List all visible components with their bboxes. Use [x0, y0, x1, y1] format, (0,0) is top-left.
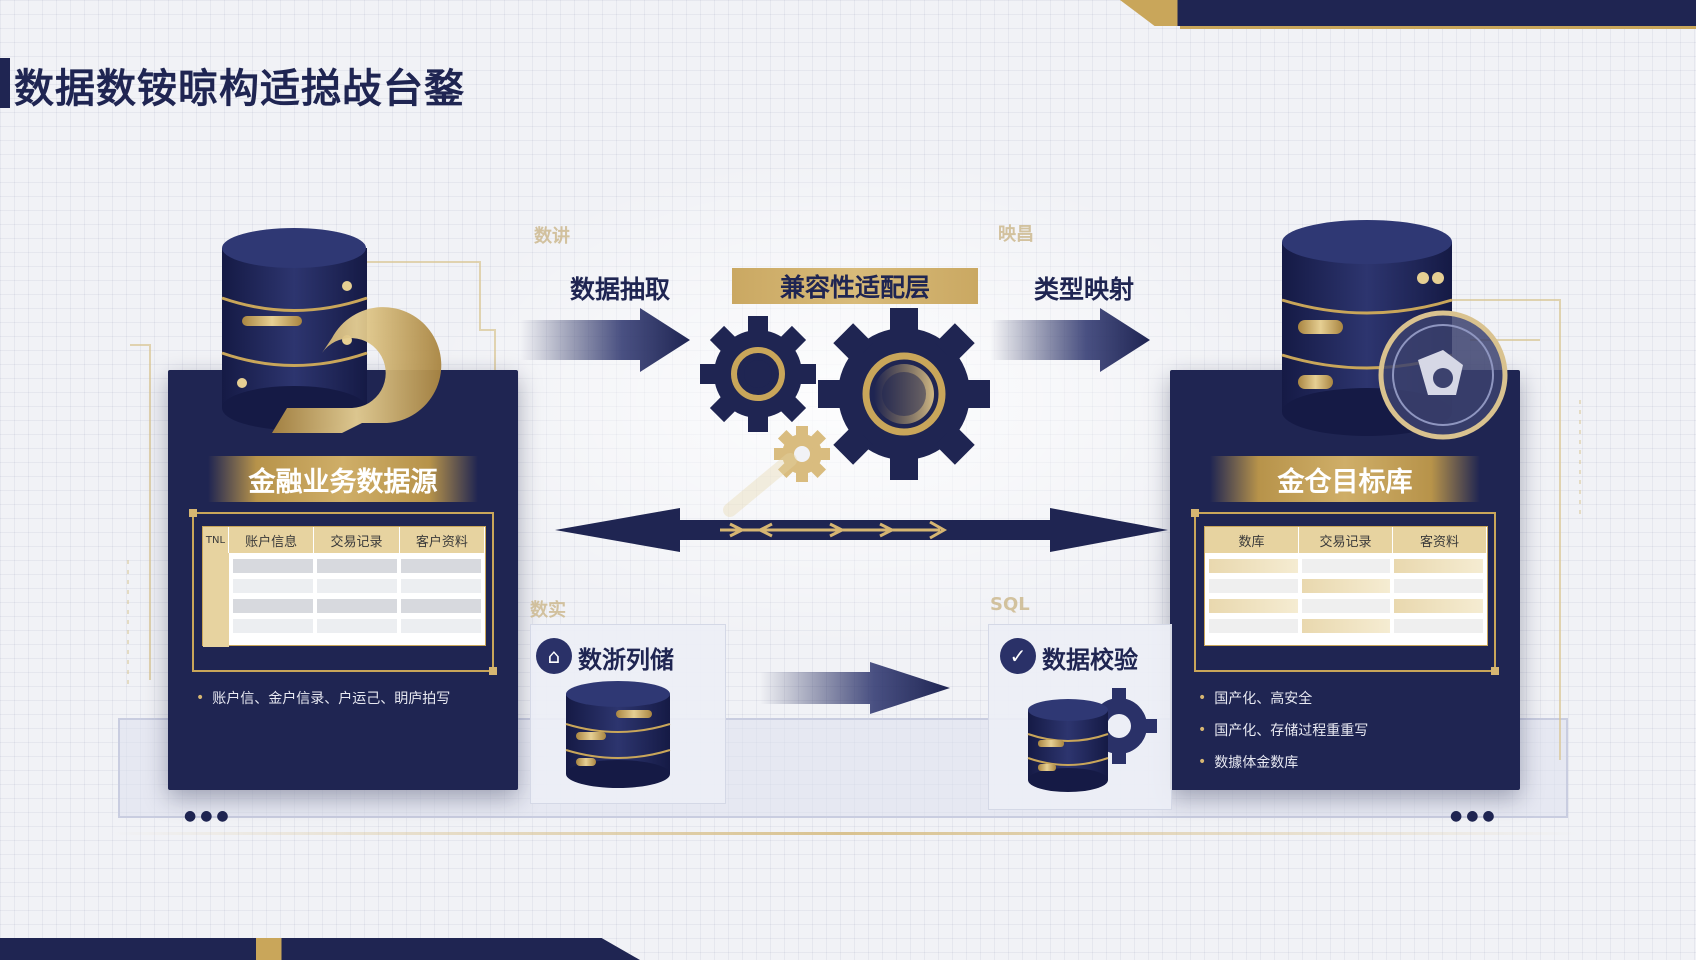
- check-icon: ✓: [1000, 638, 1036, 674]
- data-validation-title: 数据校验: [1042, 646, 1138, 674]
- top-corner-decoration: [1120, 0, 1696, 26]
- target-col-1: 交易记录: [1299, 527, 1393, 553]
- database-small-icon: ⌂: [536, 638, 572, 674]
- source-table: TNL 账户信息 交易记录 客户资料: [202, 526, 486, 647]
- adapter-layer-box: 兼容性适配层: [732, 268, 978, 304]
- target-col-2: 客资料: [1393, 527, 1487, 553]
- flow-tag-right: 映昌: [998, 224, 1034, 245]
- database-icon: [1027, 688, 1157, 792]
- database-icon: [1281, 220, 1508, 440]
- table-row: [1209, 599, 1484, 613]
- source-col-0: TNL: [203, 527, 229, 553]
- gear-icon: [700, 316, 816, 432]
- platform-dots-left: ●●●: [184, 808, 233, 824]
- column-storage-title: 数浙列储: [578, 646, 674, 674]
- target-panel: 金仓目标库 数库 交易记录 客资料 国产化、高安全 国产化、存储过程重重写 数據…: [1170, 370, 1520, 790]
- source-bullets: 账户信、金户信录、户运己、眀庐拍写: [196, 688, 450, 720]
- table-row: [233, 579, 481, 593]
- table-row: [1209, 619, 1484, 633]
- table-row: [1209, 559, 1484, 573]
- flow-tag-left: 数讲: [534, 226, 570, 247]
- source-title: 金融业务数据源: [208, 456, 478, 502]
- table-row: [233, 559, 481, 573]
- target-title: 金仓目标库: [1210, 456, 1480, 502]
- extract-label: 数据抽取: [570, 275, 671, 304]
- gear-icon: [818, 308, 990, 480]
- target-table-frame: 数库 交易记录 客资料: [1191, 509, 1499, 675]
- page-title: 数据数铵晾构适搃敁台鍪: [14, 66, 465, 112]
- source-panel: 金融业务数据源 TNL 账户信息 交易记录 客户资料 账户信、金户信录、户运己、…: [168, 370, 518, 790]
- target-table-body: [1205, 553, 1487, 633]
- target-bullet-3: 数據体金数库: [1198, 752, 1368, 772]
- gear-icon: [774, 426, 830, 482]
- target-table-header: 数库 交易记录 客资料: [1205, 527, 1487, 553]
- arrow-icon: [520, 308, 690, 372]
- source-table-frame: TNL 账户信息 交易记录 客户资料: [189, 509, 497, 675]
- source-table-header: TNL 账户信息 交易记录 客户资料: [203, 527, 485, 553]
- target-col-0: 数库: [1205, 527, 1299, 553]
- source-table-body: [203, 553, 485, 647]
- table-row: [233, 619, 481, 633]
- top-corner-line: [1180, 26, 1696, 29]
- database-icon: [221, 228, 442, 433]
- mapping-label: 类型映射: [1034, 275, 1135, 304]
- arrow-icon: [760, 662, 950, 714]
- source-col-2: 交易记录: [314, 527, 400, 553]
- target-table: 数库 交易记录 客资料: [1204, 526, 1488, 646]
- title-accent-bar: [0, 58, 10, 108]
- bottom-corner-decoration: [0, 938, 640, 960]
- source-bullet: 账户信、金户信录、户运己、眀庐拍写: [196, 688, 450, 708]
- arrow-icon: [990, 308, 1150, 372]
- source-col-3: 客户资料: [400, 527, 485, 553]
- database-icon: [565, 681, 671, 788]
- target-bullets: 国产化、高安全 国产化、存储过程重重写 数據体金数库: [1198, 688, 1368, 784]
- arrow-icon: [555, 508, 1168, 552]
- platform-dots-right: ●●●: [1450, 808, 1499, 824]
- target-bullet-1: 国产化、高安全: [1198, 688, 1368, 708]
- target-bullet-2: 国产化、存储过程重重写: [1198, 720, 1368, 740]
- adapter-label: 兼容性适配层: [779, 273, 930, 302]
- source-col-1: 账户信息: [229, 527, 315, 553]
- table-row: [1209, 579, 1484, 593]
- flow-tag-bottom-left: 数实: [530, 600, 566, 621]
- platform-glow-line: [110, 832, 1580, 835]
- table-row: [233, 599, 481, 613]
- flow-tag-bottom-right: SQL: [990, 594, 1030, 615]
